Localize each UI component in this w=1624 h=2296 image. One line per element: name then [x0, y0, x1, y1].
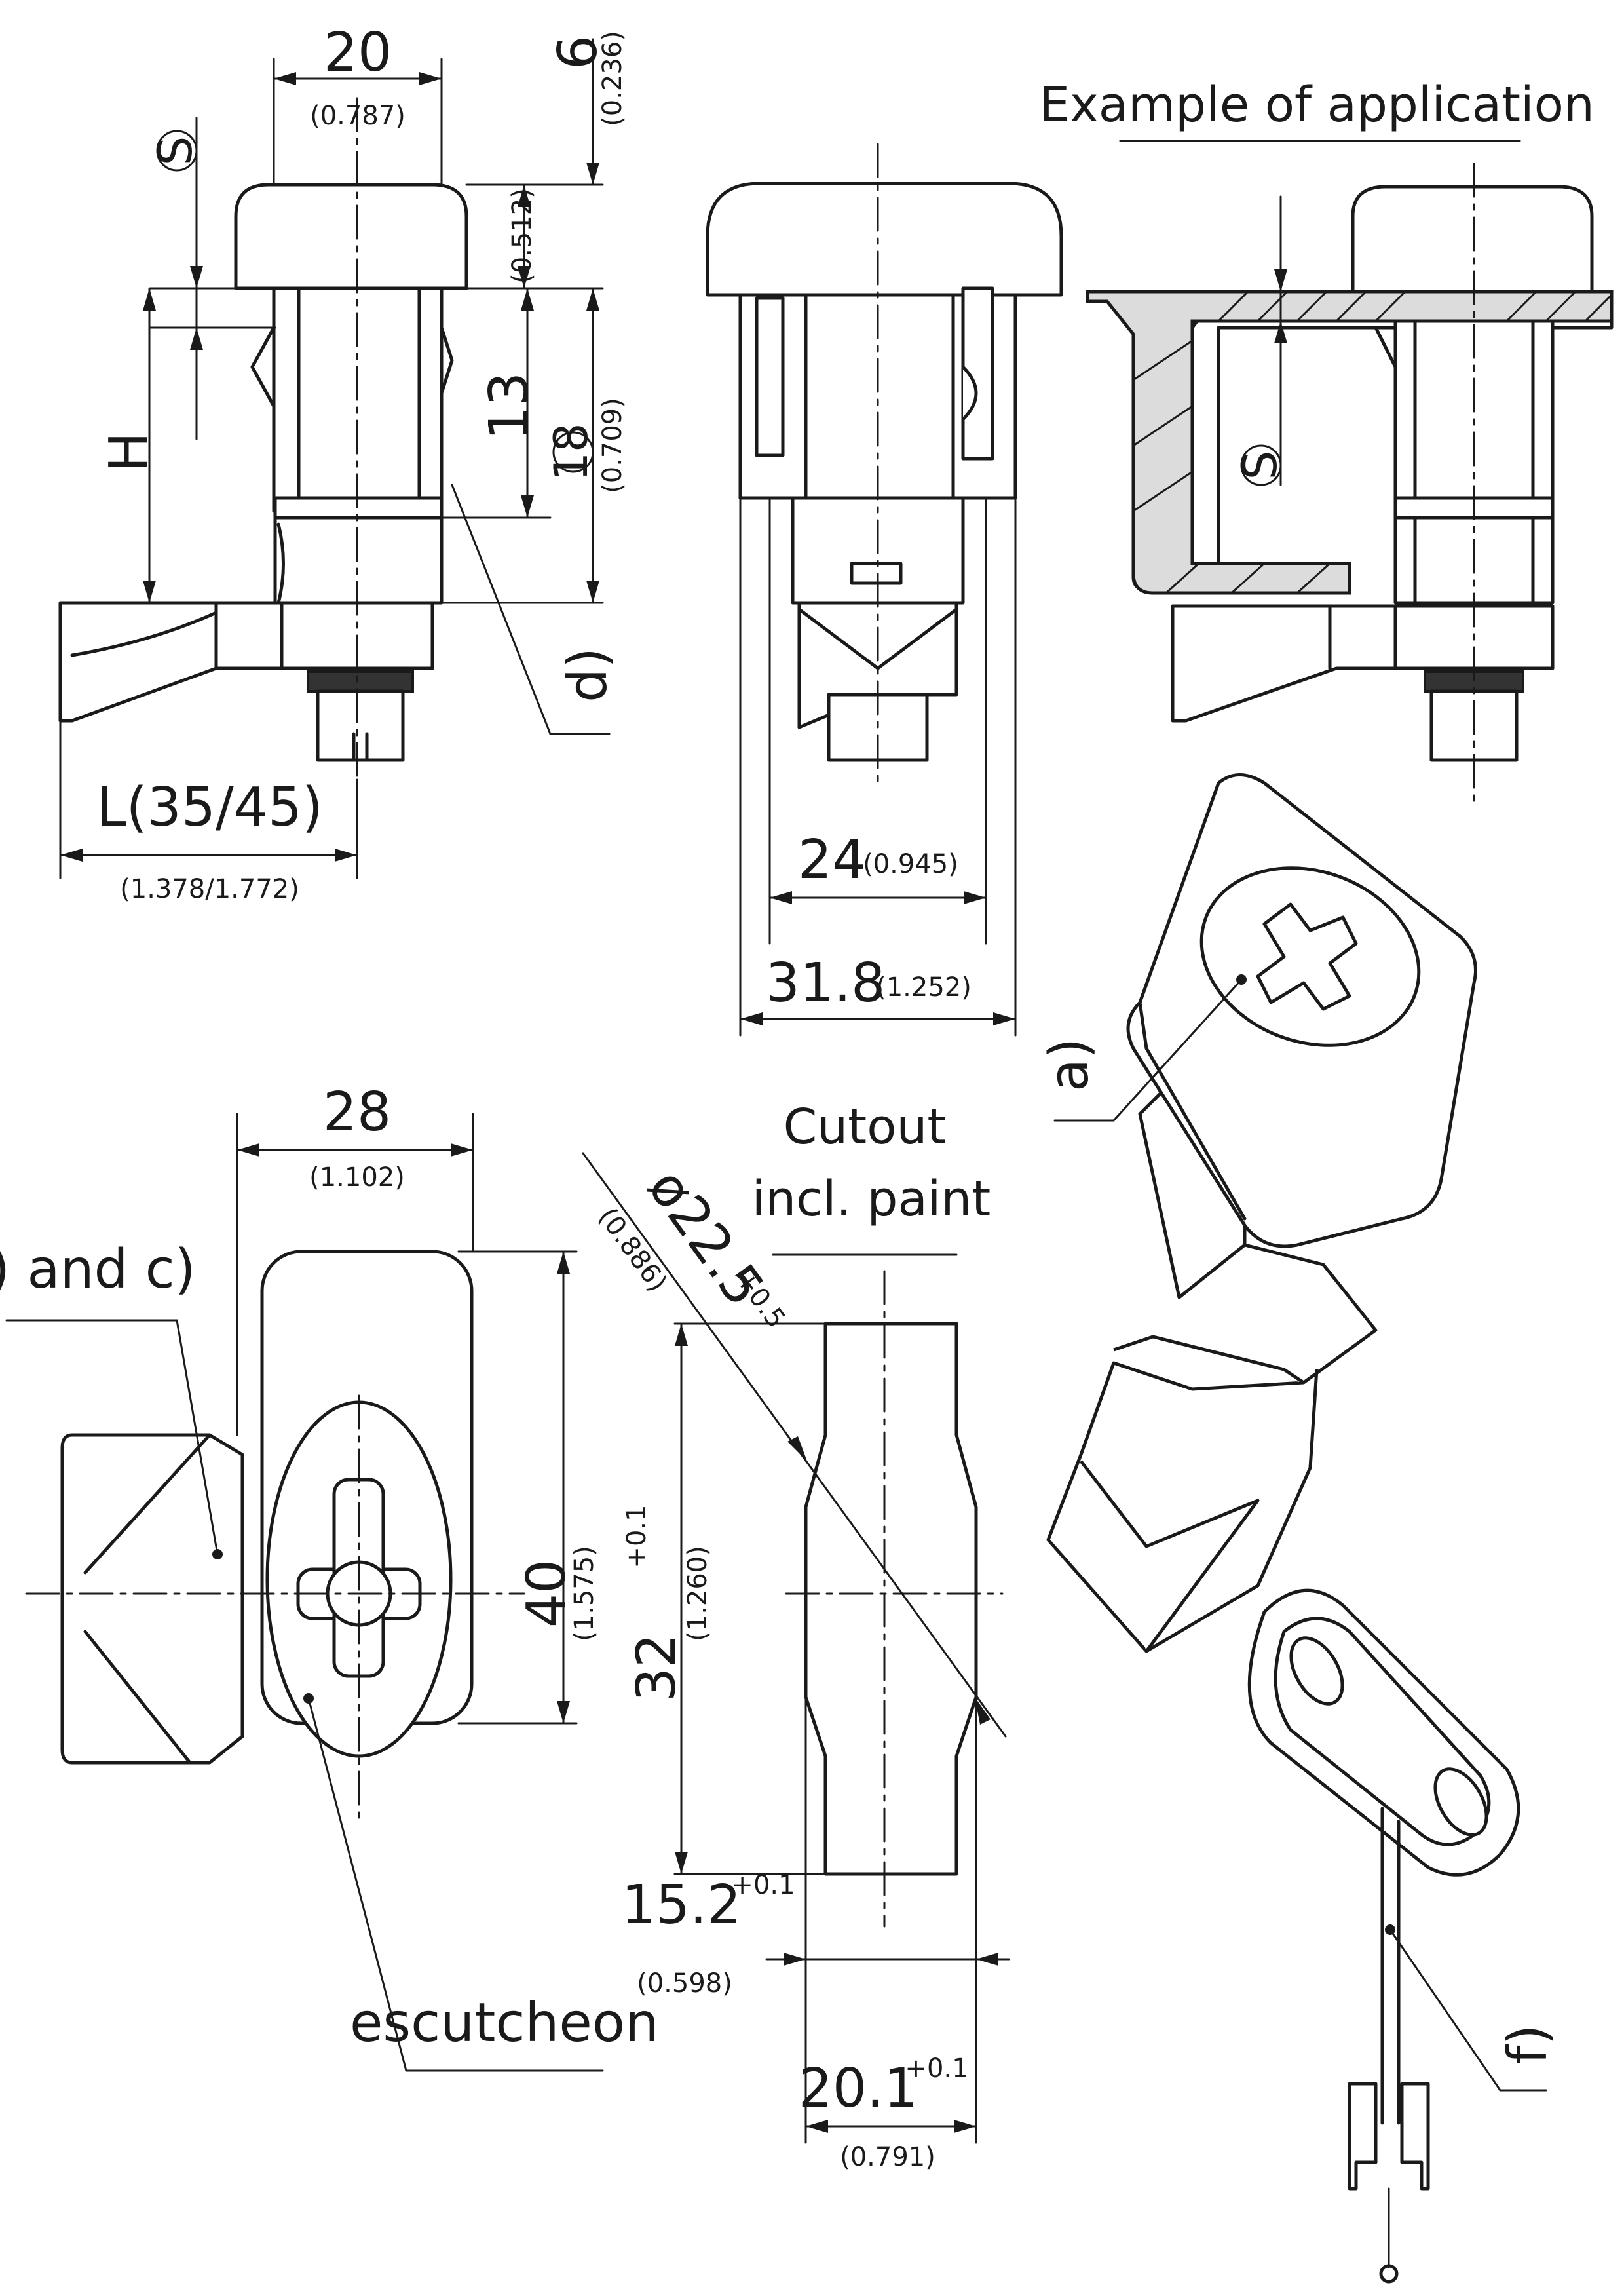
label-f: f): [1497, 2025, 1559, 2065]
dim-32-tol: +0.1: [622, 1504, 652, 1568]
cutout-view: Cutout incl. paint ø22.5 +0.5 (0.886) 32…: [582, 1099, 1010, 2172]
cutout-shape: [804, 1322, 978, 1876]
dim-318-label: 31.8: [766, 952, 886, 1014]
dim-201-tol: +0.1: [905, 2054, 968, 2084]
iso-lock: a): [1038, 773, 1477, 1653]
dim-s-label: S: [149, 136, 202, 165]
dim-152-label: 15.2: [622, 1874, 742, 1936]
dim-32-label: 32: [626, 1634, 688, 1702]
application-title: Example of application: [1039, 77, 1595, 133]
label-d: d): [557, 647, 619, 702]
label-b-and-c: b) and c): [0, 1238, 196, 1301]
dim-28-label: 28: [323, 1081, 391, 1143]
dim-201-label: 20.1: [799, 2057, 918, 2120]
dim-20-label: 20: [324, 22, 392, 84]
dim-6-label: 6: [547, 35, 609, 69]
dim-6-inch: (0.236): [597, 31, 628, 126]
dim-201-inch: (0.791): [840, 2142, 935, 2172]
cutout-title-line1: Cutout: [784, 1099, 947, 1155]
front-view: 24 (0.945) 31.8 (1.252): [706, 143, 1063, 1037]
side-view: 20 (0.787) (0.512) 13 18 (0.709) 6 (0.23…: [58, 22, 628, 904]
side-view-head: [234, 183, 468, 290]
dim-152-tol: +0.1: [731, 1870, 795, 1900]
top-view-cam: [60, 1433, 244, 1765]
dim-318-inch: (1.252): [876, 972, 972, 1003]
dim-18-inch: (0.709): [597, 398, 628, 493]
cutout-title-line2: incl. paint: [752, 1171, 991, 1227]
dim-h-label: H: [98, 432, 161, 472]
dim-152-inch: (0.598): [637, 1968, 732, 1999]
dim-l-label: L(35/45): [96, 776, 323, 839]
dim-l-inch: (1.378/1.772): [120, 874, 299, 904]
dim-40-label: 40: [516, 1559, 578, 1628]
dim-13-label: 13: [478, 372, 540, 440]
application-dim-s: S: [1234, 451, 1287, 480]
label-escutcheon: escutcheon: [350, 1992, 659, 2054]
front-view-head: [706, 182, 1063, 297]
dim-24-label: 24: [798, 829, 866, 891]
dim-0512-inch: (0.512): [507, 188, 537, 284]
dim-28-inch: (1.102): [309, 1162, 405, 1193]
dim-24-inch: (0.945): [863, 849, 958, 879]
dim-18-label: 18: [544, 423, 598, 481]
dim-32-inch: (1.260): [683, 1546, 713, 1641]
dim-40-inch: (1.575): [569, 1546, 599, 1641]
iso-key: f): [1247, 1588, 1559, 2284]
panel-section: [1086, 290, 1614, 595]
label-a: a): [1038, 1038, 1101, 1092]
application-view: Example of application: [1039, 77, 1614, 807]
application-head: [1351, 185, 1594, 294]
top-view: 28 (1.102) 40 (1.575) b) and c) escutche…: [0, 1081, 659, 2072]
dim-20-inch: (0.787): [310, 101, 406, 131]
panel-hatching: [1133, 290, 1613, 594]
